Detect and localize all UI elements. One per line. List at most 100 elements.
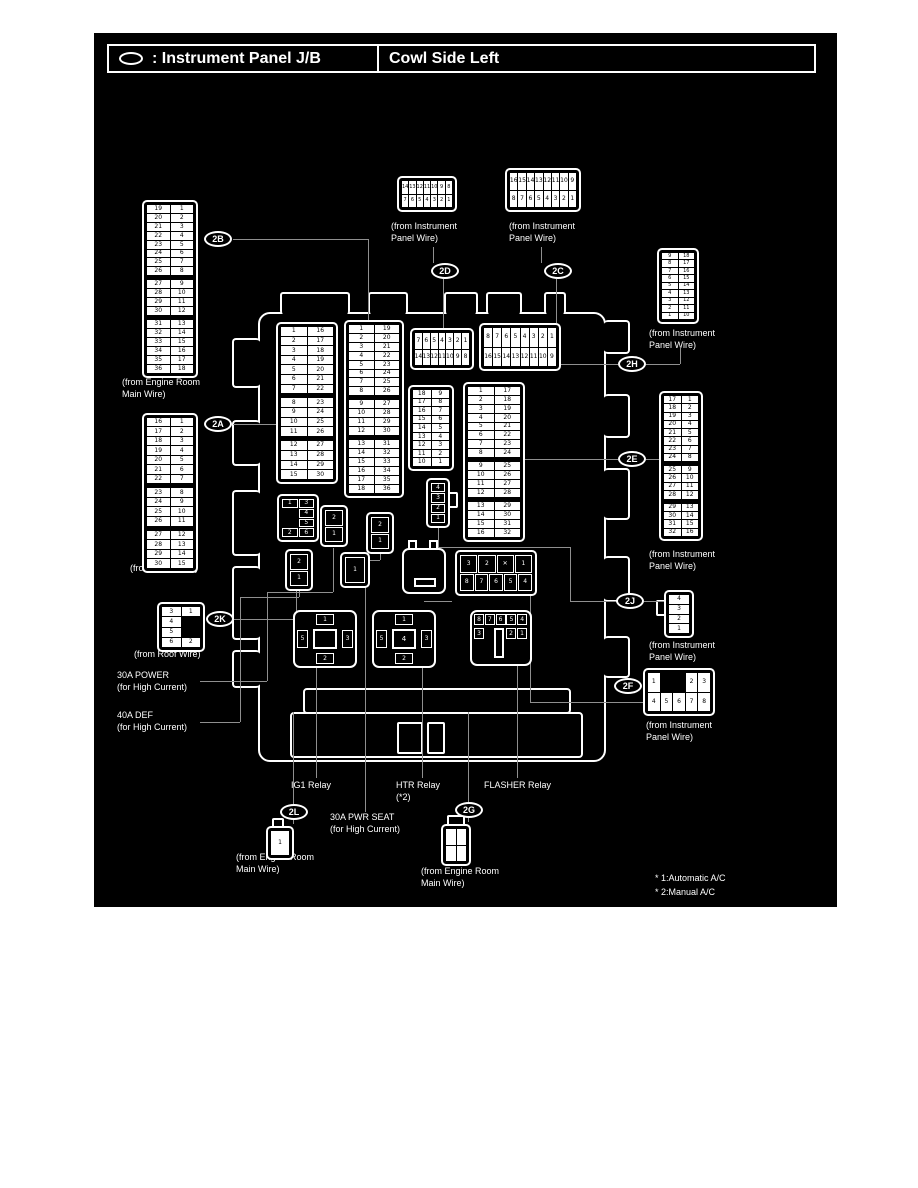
pin-13: 13 <box>170 320 193 329</box>
leader-line-37 <box>424 601 452 602</box>
pin-1: 1 <box>345 557 365 583</box>
pin-1: 1 <box>281 327 307 336</box>
pin-8: 8 <box>170 488 193 497</box>
connector-2g-external-row-1 <box>446 845 466 861</box>
pin-18: 18 <box>147 436 170 446</box>
pin-32: 32 <box>664 528 681 536</box>
pin-34: 34 <box>374 467 399 476</box>
pin-24: 24 <box>147 497 170 507</box>
pin-1: 1 <box>648 673 660 692</box>
pin-blank <box>673 673 685 692</box>
pin-3: 3 <box>162 607 181 617</box>
jb-tab-top-3 <box>444 292 478 314</box>
pin-13: 13 <box>349 440 374 449</box>
pin-16: 16 <box>681 528 698 536</box>
pin-8: 8 <box>170 267 193 276</box>
relay-ig1-pin-right: 3 <box>342 630 353 648</box>
pin-12: 12 <box>416 181 423 194</box>
pin-30: 30 <box>494 511 520 519</box>
pin-19: 19 <box>494 404 520 413</box>
pin-3: 3 <box>551 190 560 207</box>
pin-1: 1 <box>468 387 494 395</box>
pin-29: 29 <box>374 418 399 427</box>
pin-6: 6 <box>170 249 193 258</box>
leader-line-3 <box>433 247 434 263</box>
pin-6: 6 <box>349 369 374 378</box>
pin-24: 24 <box>494 449 520 457</box>
pin-4: 4 <box>298 508 314 518</box>
pin-11: 11 <box>529 347 538 366</box>
relay-ig1-pin-left: 5 <box>297 630 308 648</box>
pin-15: 15 <box>170 559 193 568</box>
pin-10: 10 <box>560 173 568 190</box>
pin-5: 5 <box>298 518 314 528</box>
pin-17: 17 <box>147 427 170 436</box>
leader-line-6 <box>556 279 557 323</box>
jb-tab-top-4 <box>486 292 522 314</box>
pin-5: 5 <box>660 692 673 711</box>
pin-12: 12 <box>349 427 374 436</box>
pin-13: 13 <box>170 540 193 549</box>
pin-5: 5 <box>170 455 193 465</box>
pin-12: 12 <box>430 349 438 365</box>
callout-2c: 2C <box>544 263 572 279</box>
pin-19: 19 <box>307 355 333 365</box>
pin-10: 10 <box>170 507 193 517</box>
leader-line-8 <box>646 364 680 365</box>
pin-13: 13 <box>468 502 494 510</box>
relay-ig1-pin-top: 1 <box>316 614 334 625</box>
pin-1: 1 <box>662 312 678 319</box>
connector-2g-external <box>441 824 471 866</box>
leader-line-26 <box>240 597 241 722</box>
pin-3: 3 <box>431 493 445 503</box>
pin-12: 12 <box>170 530 193 540</box>
pin-4: 4 <box>468 413 494 422</box>
jb-bump-right-1 <box>604 320 630 354</box>
jb-bump-left-5 <box>232 650 260 688</box>
pin-7: 7 <box>468 440 494 449</box>
pin-21: 21 <box>307 375 333 384</box>
pin-18: 18 <box>307 346 333 355</box>
jb-tab-top-1 <box>280 292 350 314</box>
pin-4: 4 <box>281 355 307 365</box>
pin-14: 14 <box>413 424 431 432</box>
callout-2k: 2K <box>206 611 234 627</box>
pin-2: 2 <box>181 637 200 647</box>
pin-16: 16 <box>510 173 518 190</box>
pin-7: 7 <box>474 573 489 591</box>
header-bar: : Instrument Panel J/B Cowl Side Left <box>107 44 816 73</box>
pin-6: 6 <box>662 275 678 282</box>
pin-4: 4 <box>162 617 181 627</box>
pin-20: 20 <box>664 420 681 428</box>
pin-12: 12 <box>413 441 431 449</box>
callout-2g: 2G <box>455 802 483 818</box>
pin-8: 8 <box>662 260 678 267</box>
footnotes: * 1:Automatic A/C * 2:Manual A/C <box>655 873 726 897</box>
pin-17: 17 <box>664 396 681 404</box>
leader-line-30 <box>365 560 380 561</box>
pin-8: 8 <box>698 692 710 711</box>
leader-line-10 <box>525 459 618 460</box>
pin-14: 14 <box>526 173 535 190</box>
pin-31: 31 <box>664 520 681 528</box>
pin-4: 4 <box>648 692 660 711</box>
pin-31: 31 <box>494 520 520 528</box>
relay-flasher-pin-6: 6 <box>495 614 506 625</box>
pin-25: 25 <box>147 258 170 267</box>
pin-7: 7 <box>349 378 374 387</box>
pin-21: 21 <box>494 422 520 431</box>
